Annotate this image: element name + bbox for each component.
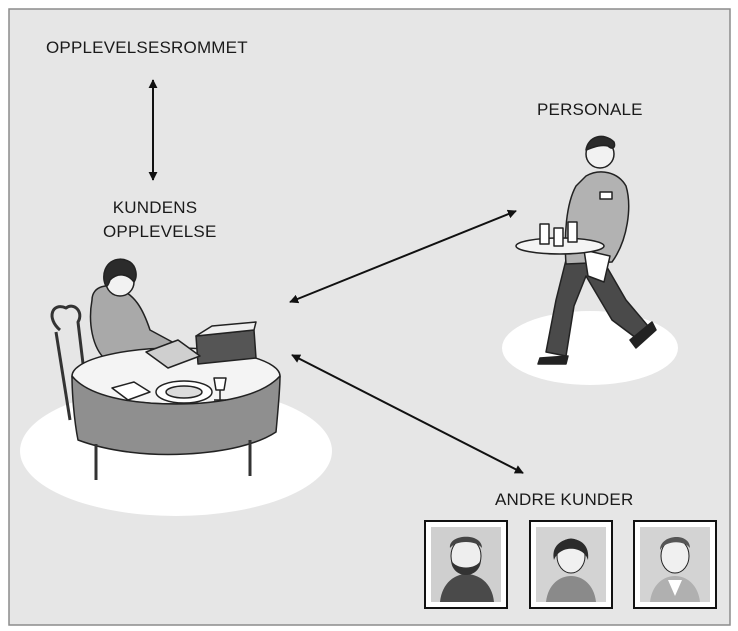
- customer-experience-line1: KUNDENS: [112, 198, 198, 217]
- customer-experience-label: KUNDENS OPPLEVELSE: [103, 196, 217, 244]
- customer-experience-line2: OPPLEVELSE: [103, 222, 217, 241]
- staff-label: PERSONALE: [537, 100, 643, 119]
- young-man-portrait-icon: [633, 520, 717, 609]
- experience-room-label: OPPLEVELSESROMMET: [46, 38, 248, 57]
- woman-portrait-icon: [529, 520, 613, 609]
- bearded-man-portrait-icon: [424, 520, 508, 609]
- waiter-with-tray-icon: [515, 135, 657, 365]
- diner-at-table-icon: [50, 258, 281, 480]
- staff-arrow: [289, 209, 517, 304]
- other-customers-arrow: [291, 354, 524, 474]
- other-customers-label: ANDRE KUNDER: [495, 490, 634, 509]
